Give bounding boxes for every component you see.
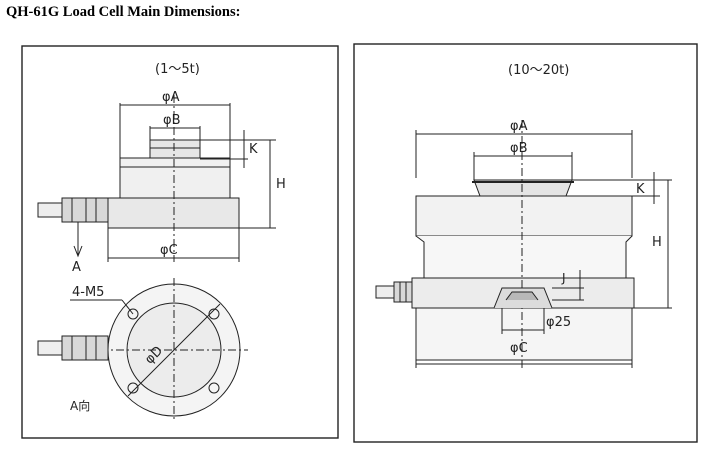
- right-dim-j: J: [561, 271, 566, 285]
- left-dim-k: K: [249, 142, 258, 157]
- left-panel-frame: [21, 45, 339, 439]
- right-dim-phi-c: φC: [510, 341, 528, 356]
- right-dim-h: H: [652, 235, 662, 250]
- right-dim-phi-b: φB: [510, 141, 528, 156]
- right-dim-phi-25: φ25: [546, 315, 571, 330]
- bolt-hole: [127, 308, 139, 320]
- right-side-view: [375, 120, 672, 370]
- bolt-hole: [127, 382, 139, 394]
- right-dim-k: K: [636, 182, 645, 197]
- left-side-view: [37, 95, 276, 262]
- hole-label: 4-M5: [72, 285, 104, 300]
- left-bottom-view: [37, 278, 248, 422]
- view-caption: A向: [70, 398, 90, 413]
- bolt-hole: [208, 382, 220, 394]
- left-dim-phi-b: φB: [163, 113, 181, 128]
- right-panel-frame: [353, 43, 698, 443]
- left-dim-phi-c: φC: [160, 243, 178, 258]
- left-range-label: (1～5t): [155, 62, 200, 77]
- left-dim-h: H: [276, 177, 286, 192]
- right-dim-phi-a: φA: [510, 119, 528, 134]
- view-arrow-label: A: [72, 260, 81, 275]
- left-dim-phi-a: φA: [162, 90, 180, 105]
- page-title: QH-61G Load Cell Main Dimensions:: [6, 4, 241, 20]
- right-range-label: (10～20t): [508, 63, 569, 78]
- bolt-hole: [208, 308, 220, 320]
